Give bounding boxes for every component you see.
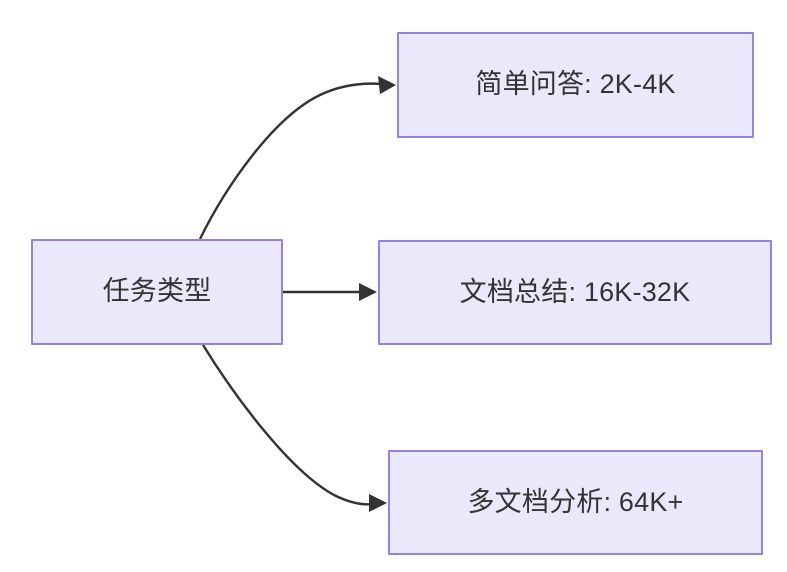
node-document-summary-label: 文档总结: 16K-32K	[459, 276, 691, 307]
node-multi-document-analysis[interactable]: 多文档分析: 64K+	[388, 450, 763, 555]
arrowhead-task-0	[378, 76, 396, 94]
arrowhead-task-1	[359, 283, 377, 301]
node-task-type[interactable]: 任务类型	[31, 239, 283, 345]
edge-path-root-to-task-0	[198, 82, 383, 240]
edge-root-to-task-2	[201, 344, 387, 512]
node-simple-qa-label: 简单问答: 2K-4K	[475, 69, 676, 100]
arrowhead-task-2	[369, 494, 387, 512]
node-document-summary[interactable]: 文档总结: 16K-32K	[378, 240, 772, 345]
node-simple-qa[interactable]: 简单问答: 2K-4K	[397, 32, 754, 138]
edge-root-to-task-1	[283, 283, 377, 301]
node-task-type-label: 任务类型	[102, 276, 212, 307]
edge-root-to-task-0	[198, 76, 396, 240]
edge-path-root-to-task-2	[201, 344, 374, 506]
node-multi-document-analysis-label: 多文档分析: 64K+	[467, 486, 684, 517]
